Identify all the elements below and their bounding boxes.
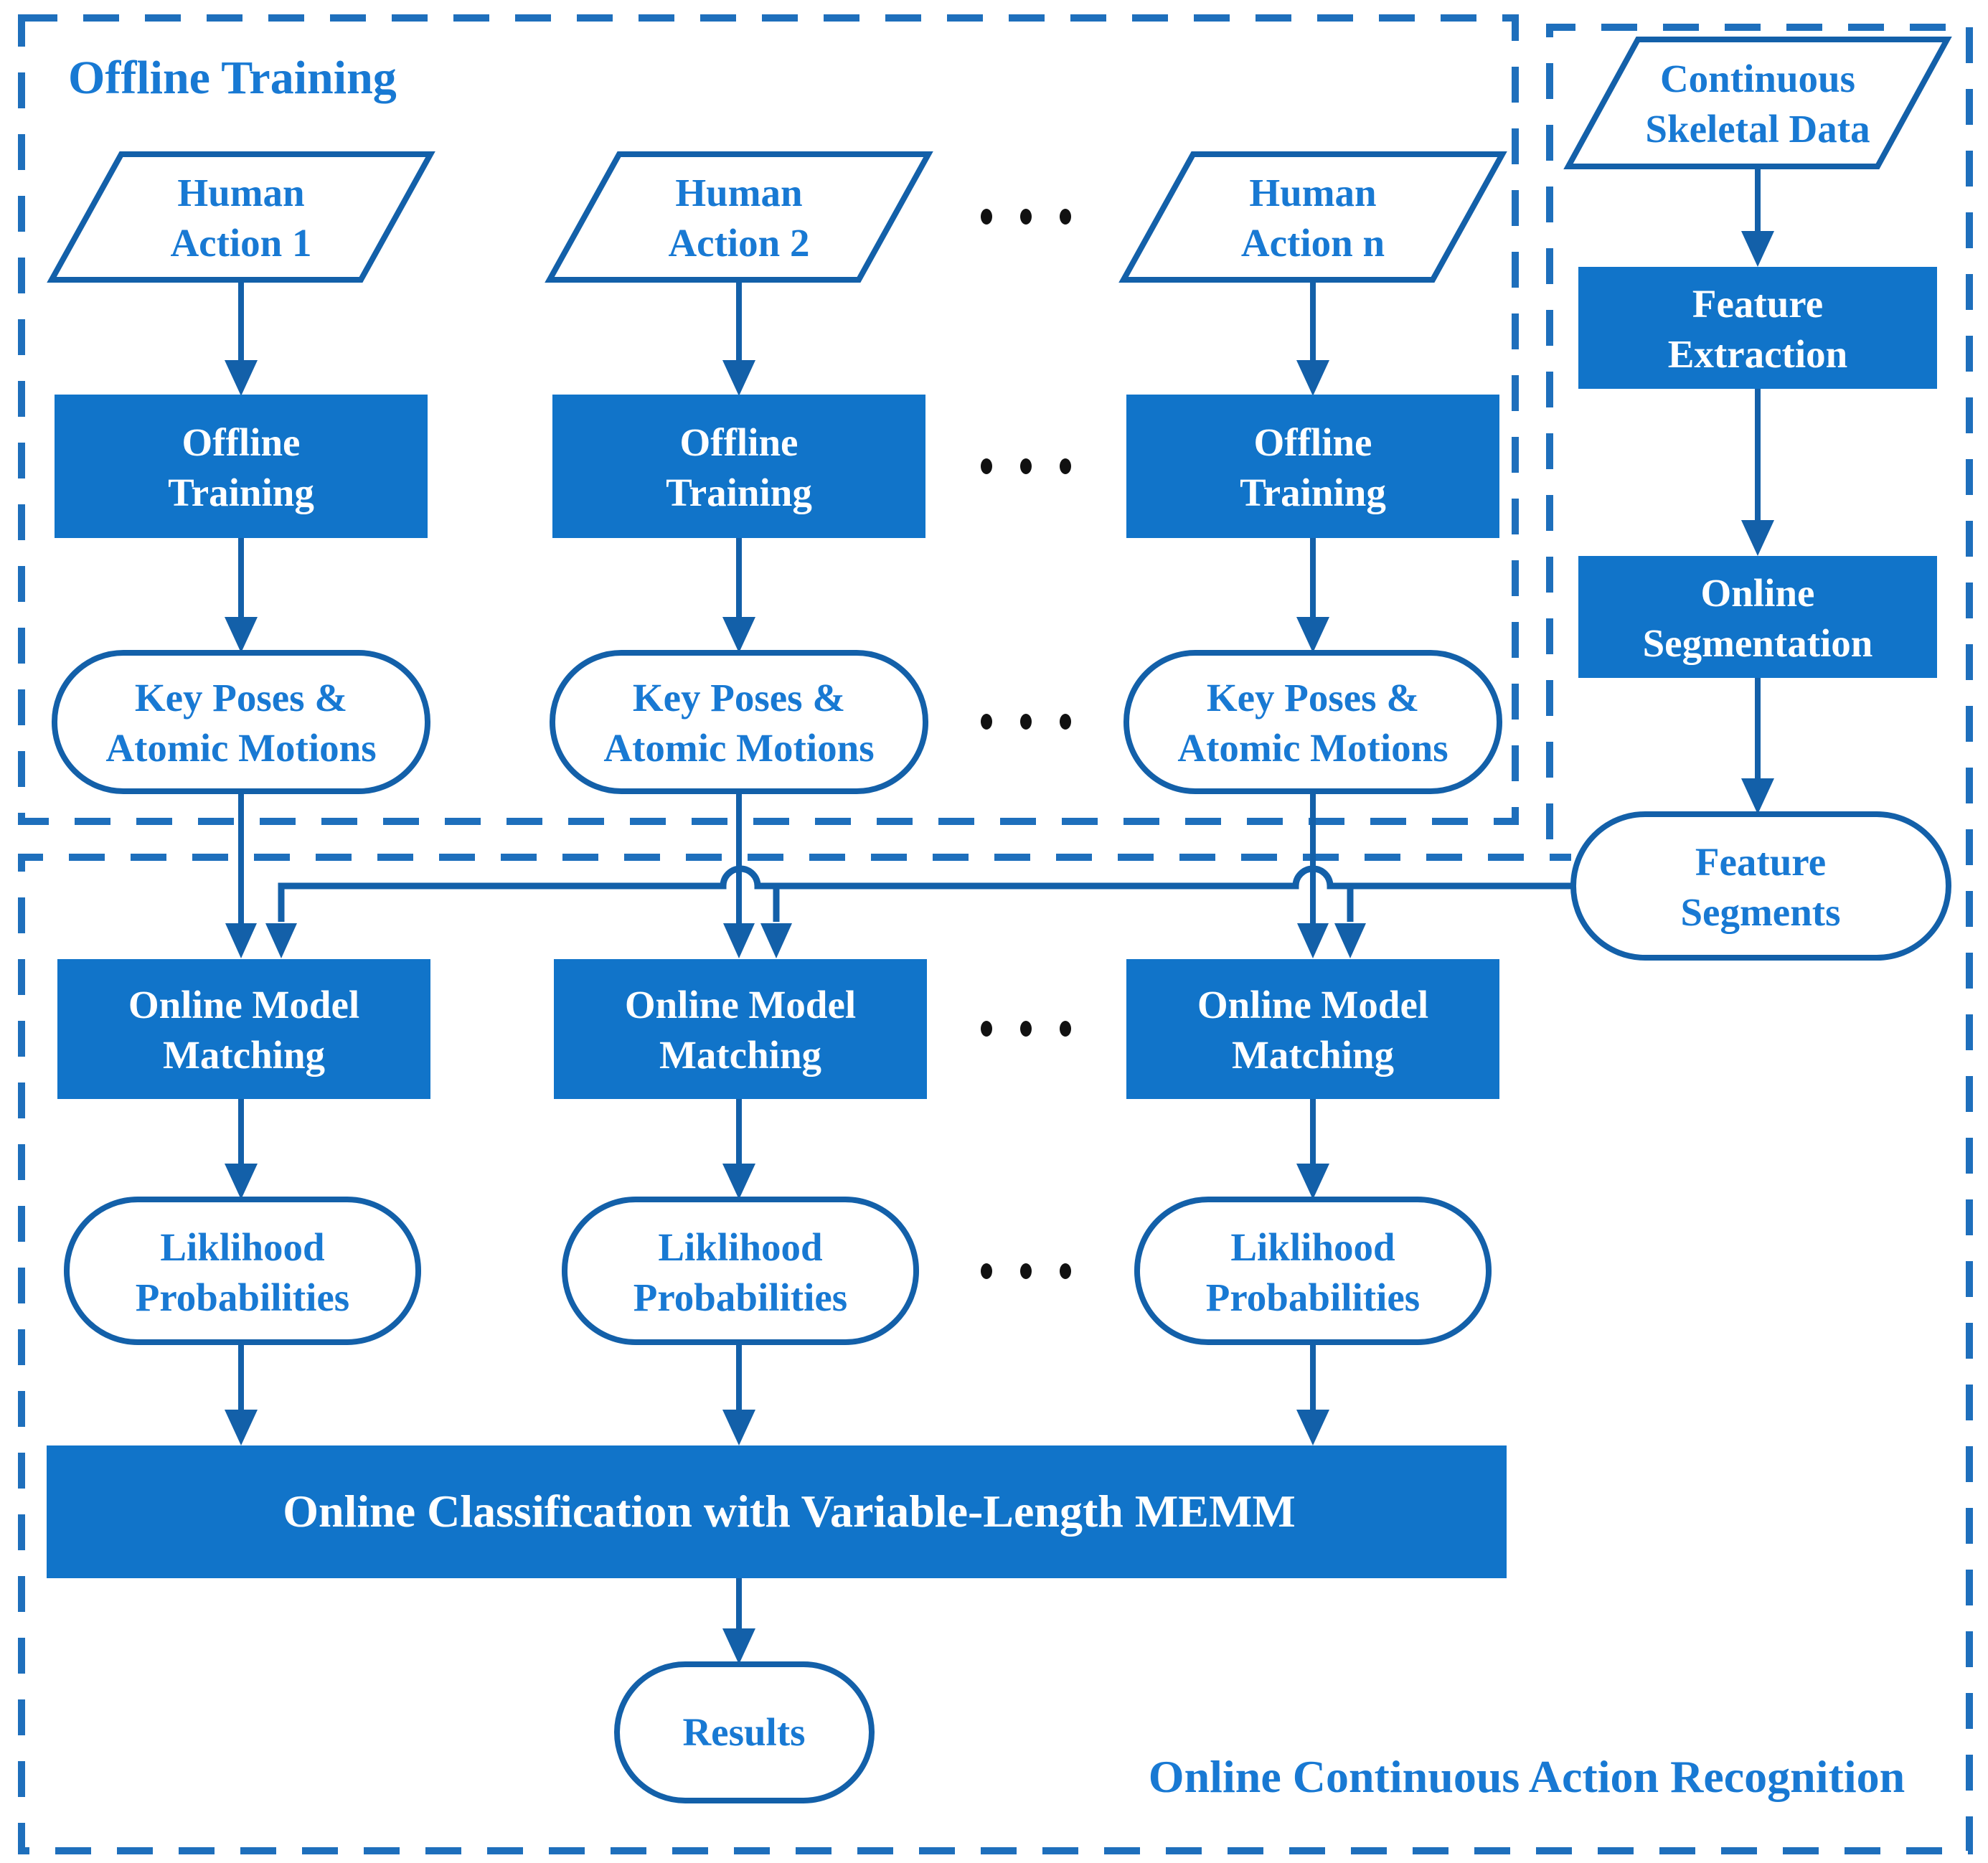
liklihood-probabilities-node-2: Liklihood Probabilities <box>562 1197 919 1345</box>
feature-extraction-node: Feature Extraction <box>1578 267 1937 389</box>
ellipsis-row-matching <box>981 1021 1071 1037</box>
feature-segments-node: Feature Segments <box>1570 811 1951 961</box>
online-segmentation-node: Online Segmentation <box>1578 556 1937 678</box>
human-action-1-line1: Human <box>177 171 304 214</box>
offline-training-box-1: Offline Training <box>55 395 428 538</box>
human-action-2-line2: Action 2 <box>668 221 809 265</box>
online-model-matching-n-line2: Matching <box>1232 1033 1394 1077</box>
liklihood-probabilities-shape-n <box>1134 1197 1492 1345</box>
liklihood-probabilities-n-line2: Probabilities <box>1206 1275 1420 1319</box>
offline-training-box-1-line2: Training <box>168 471 314 514</box>
human-action-n-line1: Human <box>1249 171 1376 214</box>
offline-training-box-n-line1: Offline <box>1254 420 1372 464</box>
continuous-skeletal-line1: Continuous <box>1660 57 1855 100</box>
liklihood-probabilities-shape-2 <box>562 1197 919 1345</box>
liklihood-probabilities-n-line1: Liklihood <box>1230 1225 1395 1269</box>
results-node: Results <box>614 1661 875 1803</box>
offline-training-box-2-shape <box>552 395 925 538</box>
online-model-matching-box-1: Online Model Matching <box>57 959 430 1099</box>
liklihood-probabilities-1-line1: Liklihood <box>160 1225 324 1269</box>
arrows-col-2 <box>722 280 792 1445</box>
skeletal-region-border <box>1546 24 1969 839</box>
offline-training-box-n-line2: Training <box>1240 471 1386 514</box>
online-segmentation-shape <box>1578 556 1937 678</box>
offline-region-border <box>18 14 1519 825</box>
ellipsis-row-key-poses <box>981 714 1071 730</box>
liklihood-probabilities-shape-1 <box>64 1197 421 1345</box>
online-region-border <box>18 27 1973 1854</box>
region-borders <box>18 14 1973 1854</box>
arrows-col-1 <box>225 280 297 1445</box>
arrows-col-3 <box>1296 280 1366 1445</box>
key-poses-shape-1 <box>52 650 430 794</box>
liklihood-probabilities-2-line2: Probabilities <box>633 1275 847 1319</box>
ellipsis-row-parallelograms <box>981 209 1071 225</box>
online-model-matching-shape-1 <box>57 959 430 1099</box>
results-shape <box>614 1661 875 1803</box>
key-poses-1-line2: Atomic Motions <box>105 726 376 770</box>
key-poses-shape-2 <box>550 650 928 794</box>
human-action-2-node: Human Action 2 <box>545 151 933 283</box>
online-model-matching-box-n: Online Model Matching <box>1126 959 1499 1099</box>
feature-segments-line1: Feature <box>1695 840 1826 884</box>
key-poses-node-2: Key Poses & Atomic Motions <box>550 650 928 794</box>
liklihood-probabilities-node-1: Liklihood Probabilities <box>64 1197 421 1345</box>
online-model-matching-2-line1: Online Model <box>625 983 856 1027</box>
liklihood-probabilities-node-n: Liklihood Probabilities <box>1134 1197 1492 1345</box>
key-poses-node-1: Key Poses & Atomic Motions <box>52 650 430 794</box>
liklihood-probabilities-1-line2: Probabilities <box>136 1275 349 1319</box>
key-poses-2-line1: Key Poses & <box>633 676 845 720</box>
human-action-1-node: Human Action 1 <box>47 151 435 283</box>
human-action-n-line2: Action n <box>1241 221 1385 265</box>
online-model-matching-1-line2: Matching <box>163 1033 325 1077</box>
online-classification-bar: Online Classification with Variable-Leng… <box>47 1445 1507 1578</box>
online-model-matching-1-line1: Online Model <box>128 983 359 1027</box>
human-action-n-node: Human Action n <box>1118 151 1507 283</box>
online-model-matching-shape-2 <box>554 959 927 1099</box>
online-classification-shape <box>47 1445 1507 1578</box>
ellipsis-row-offline-training <box>981 458 1071 474</box>
human-action-2-shape <box>545 151 933 283</box>
feature-extraction-line2: Extraction <box>1668 332 1848 376</box>
offline-training-box-n: Offline Training <box>1126 395 1499 538</box>
feature-segments-line2: Segments <box>1680 890 1840 934</box>
online-segmentation-line1: Online <box>1701 571 1815 615</box>
human-action-1-line2: Action 1 <box>170 221 311 265</box>
online-classification-label: Online Classification with Variable-Leng… <box>283 1486 1296 1537</box>
feature-segments-connector <box>278 865 1573 922</box>
online-model-matching-2-line2: Matching <box>659 1033 821 1077</box>
feature-extraction-line1: Feature <box>1692 282 1823 326</box>
key-poses-2-line2: Atomic Motions <box>603 726 874 770</box>
human-action-1-shape <box>47 151 435 283</box>
offline-training-box-1-shape <box>55 395 428 538</box>
human-action-2-line1: Human <box>675 171 802 214</box>
online-segmentation-line2: Segmentation <box>1643 621 1873 665</box>
offline-training-box-2-line2: Training <box>666 471 812 514</box>
offline-training-box-2-line1: Offline <box>680 420 799 464</box>
arrow-classification-results <box>722 1578 755 1664</box>
liklihood-probabilities-2-line1: Liklihood <box>658 1225 822 1269</box>
continuous-skeletal-line2: Skeletal Data <box>1645 107 1870 151</box>
feature-extraction-shape <box>1578 267 1937 389</box>
key-poses-shape-n <box>1123 650 1502 794</box>
ellipsis-row-liklihood <box>981 1263 1071 1279</box>
key-poses-1-line1: Key Poses & <box>135 676 347 720</box>
offline-training-box-n-shape <box>1126 395 1499 538</box>
online-region-label: Online Continuous Action Recognition <box>1149 1751 1905 1802</box>
online-model-matching-box-2: Online Model Matching <box>554 959 927 1099</box>
key-poses-n-line2: Atomic Motions <box>1177 726 1448 770</box>
continuous-skeletal-data-node: Continuous Skeletal Data <box>1563 37 1952 169</box>
offline-training-box-2: Offline Training <box>552 395 925 538</box>
arrows-right-column <box>1741 166 1774 814</box>
human-action-n-shape <box>1118 151 1507 283</box>
key-poses-n-line1: Key Poses & <box>1207 676 1419 720</box>
feature-segments-shape <box>1570 811 1951 961</box>
continuous-skeletal-data-shape <box>1563 37 1952 169</box>
key-poses-node-n: Key Poses & Atomic Motions <box>1123 650 1502 794</box>
online-model-matching-n-line1: Online Model <box>1197 983 1428 1027</box>
offline-training-box-1-line1: Offline <box>182 420 301 464</box>
results-label: Results <box>682 1710 805 1754</box>
online-model-matching-shape-n <box>1126 959 1499 1099</box>
offline-region-label: Offline Training <box>68 52 397 104</box>
